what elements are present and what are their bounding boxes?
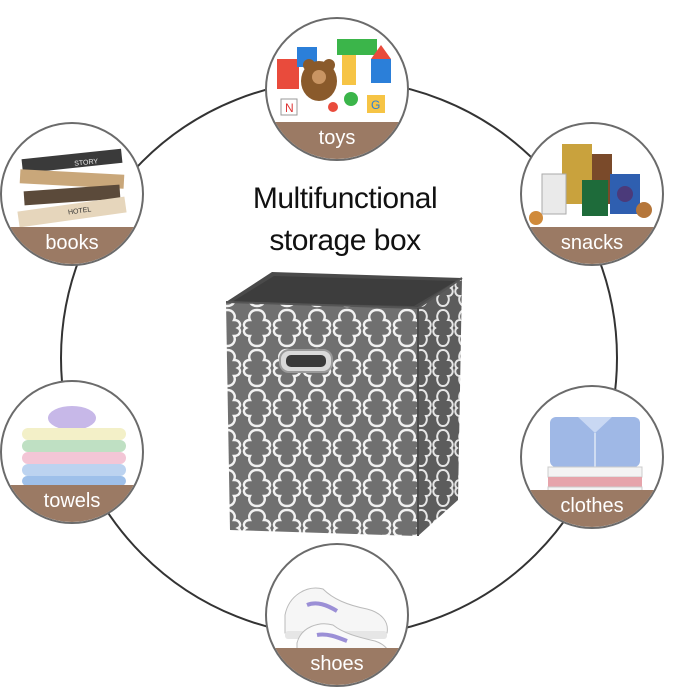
category-towels: towels xyxy=(0,380,144,524)
storage-box xyxy=(212,268,468,538)
headline: Multifunctional storage box xyxy=(200,178,490,262)
storage-box-illustration xyxy=(225,272,463,536)
headline-line-2: storage box xyxy=(269,224,421,257)
snacks-label: snacks xyxy=(522,227,662,264)
towels-label: towels xyxy=(2,485,142,522)
toys-label: toys xyxy=(267,122,407,159)
headline-line-1: Multifunctional xyxy=(252,182,438,215)
snacks-image xyxy=(529,144,652,225)
svg-text:HOTEL: HOTEL xyxy=(68,206,92,216)
svg-text:N: N xyxy=(285,101,294,115)
books-image: STORY HOTEL xyxy=(17,148,127,228)
category-clothes: clothes xyxy=(520,385,664,529)
category-toys: N G toys xyxy=(265,17,409,161)
category-snacks: snacks xyxy=(520,122,664,266)
shoes-label: shoes xyxy=(267,648,407,685)
books-label: books xyxy=(2,227,142,264)
towels-image xyxy=(22,406,126,486)
toys-image: N G xyxy=(277,39,391,116)
svg-text:G: G xyxy=(371,98,380,112)
category-shoes: shoes xyxy=(265,543,409,687)
clothes-label: clothes xyxy=(522,490,662,527)
category-books: STORY HOTEL books xyxy=(0,122,144,266)
svg-text:STORY: STORY xyxy=(74,158,99,167)
